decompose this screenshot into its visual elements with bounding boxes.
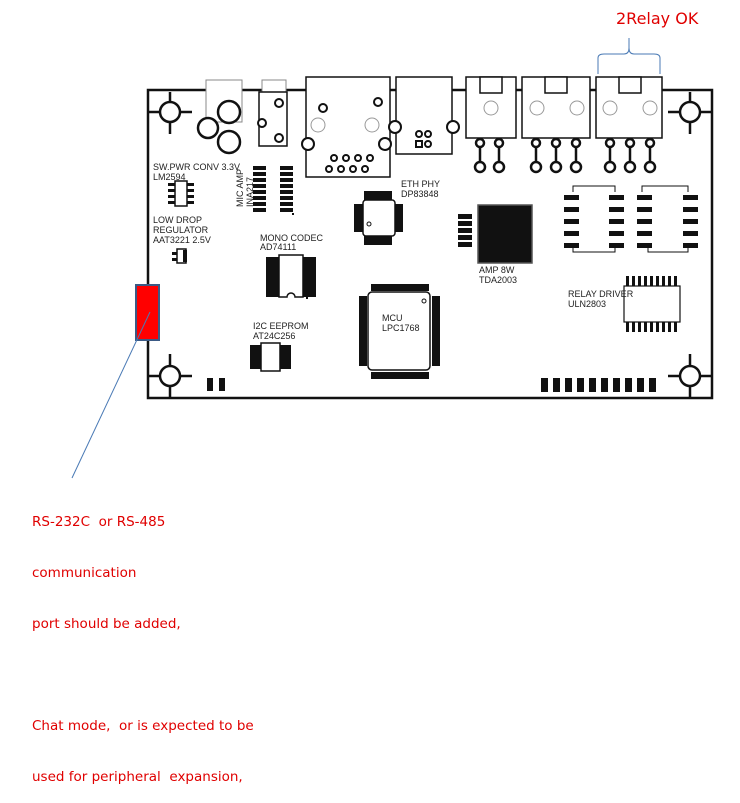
label-lpc1768: LPC1768 — [382, 323, 420, 333]
label-amp8w: AMP 8W — [479, 265, 515, 275]
relay-ok-annotation: 2Relay OK — [616, 9, 699, 28]
rs232-note: RS-232C or RS-485 communication port sho… — [32, 480, 254, 803]
pcb-diagram: SW.PWR CONV 3.3V LM2594 LOW DROP REGULAT… — [71, 38, 714, 479]
brace-indicator — [597, 38, 661, 74]
label-lm2594: LM2594 — [153, 172, 186, 182]
mounting-hole — [148, 92, 192, 134]
chip-aat3221 — [172, 248, 187, 264]
chip-uln2803 — [623, 276, 681, 332]
label-relaydriver: RELAY DRIVER — [568, 289, 634, 299]
label-monocodec: MONO CODEC — [260, 233, 324, 243]
chip-ad74111 — [266, 254, 316, 299]
relay-1 — [564, 185, 624, 253]
label-uln2803: ULN2803 — [568, 299, 606, 309]
note-line: communication — [32, 565, 137, 581]
note-line: RS-232C or RS-485 — [32, 514, 166, 530]
usb-connector — [388, 76, 460, 155]
chip-tda2003 — [458, 204, 533, 264]
relay-2 — [637, 185, 698, 253]
label-swpwr: SW.PWR CONV 3.3V — [153, 162, 240, 172]
terminal-block-3pin — [521, 76, 591, 174]
serial-port-highlight — [135, 284, 160, 341]
note-line: used for peripheral expansion, — [32, 769, 243, 785]
chip-at24c256 — [250, 342, 291, 372]
rj45-connector — [301, 76, 392, 178]
mounting-hole — [668, 92, 712, 134]
note-line: Chat mode, or is expected to be — [32, 718, 254, 734]
audio-jack — [257, 79, 288, 147]
label-lowdrop: LOW DROP — [153, 215, 202, 225]
label-tda2003: TDA2003 — [479, 275, 517, 285]
label-mcu: MCU — [382, 313, 403, 323]
label-ina217: INA217 — [245, 177, 255, 207]
chip-lm2594 — [168, 180, 194, 207]
header-bottom — [541, 378, 656, 392]
label-i2ceeprom: I2C EEPROM — [253, 321, 309, 331]
leader-line — [71, 311, 151, 479]
label-micamp: MIC AMP — [235, 169, 245, 207]
terminal-block-relay — [595, 76, 663, 174]
chip-ina217 — [253, 166, 294, 215]
chip-dp83848 — [354, 191, 403, 245]
label-at24c256: AT24C256 — [253, 331, 295, 341]
mounting-hole — [148, 354, 192, 398]
terminal-block-2pin — [465, 76, 517, 174]
mounting-hole — [668, 354, 712, 398]
note-line — [32, 667, 254, 684]
label-dp83848: DP83848 — [401, 189, 439, 199]
power-jack — [196, 79, 243, 155]
label-regulator: REGULATOR — [153, 225, 209, 235]
label-aat3221: AAT3221 2.5V — [153, 235, 211, 245]
mounting-holes — [148, 92, 712, 398]
header-left — [207, 378, 225, 391]
label-ethphy: ETH PHY — [401, 179, 440, 189]
label-ad74111: AD74111 — [260, 242, 296, 252]
chip-lpc1768 — [359, 284, 440, 379]
note-line: port should be added, — [32, 616, 181, 632]
